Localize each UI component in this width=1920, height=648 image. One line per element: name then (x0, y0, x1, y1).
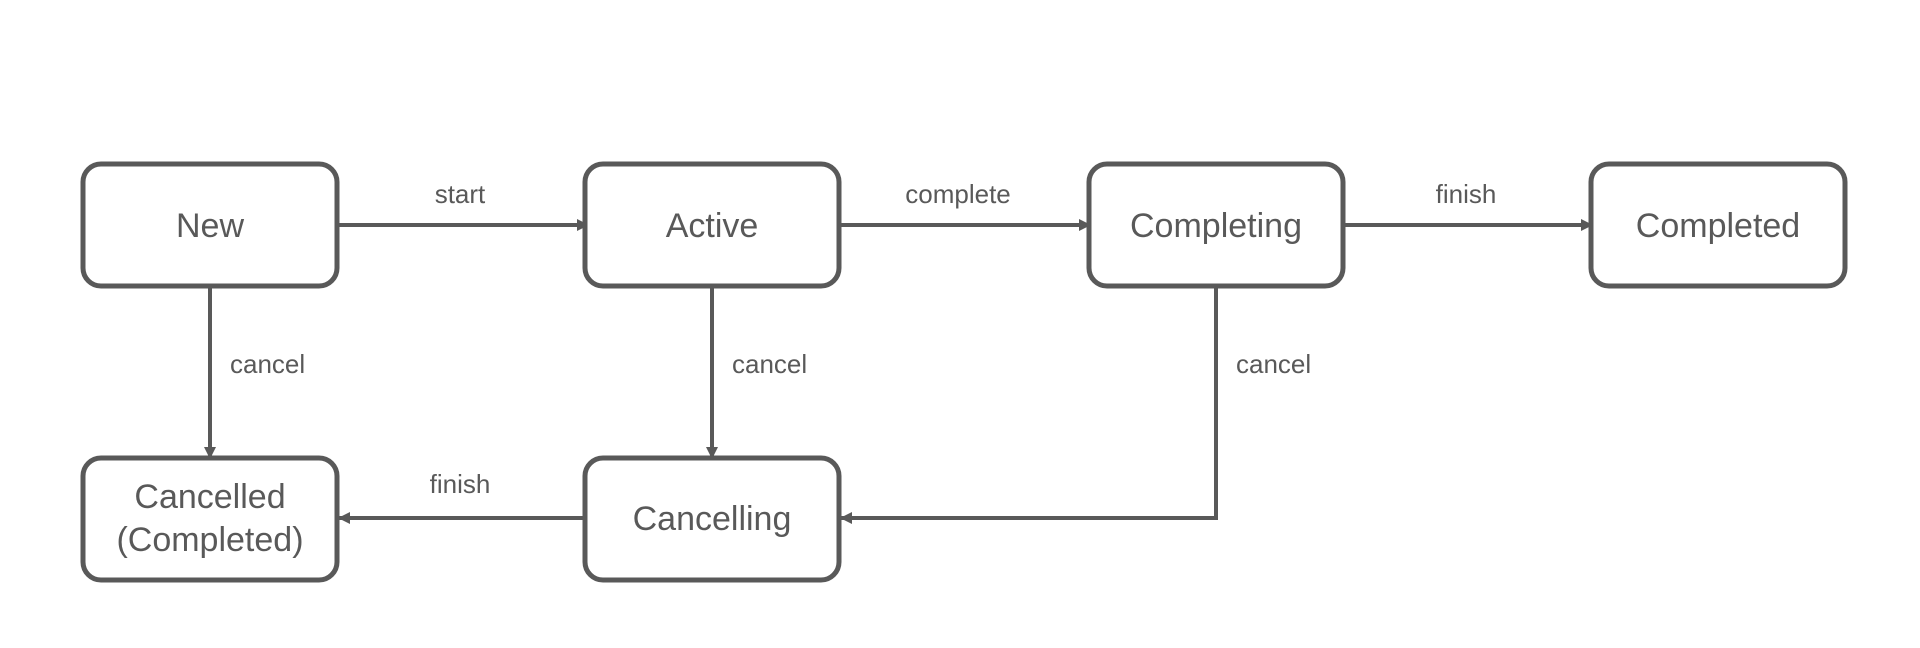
edge-active-to-cancelling: cancel (706, 286, 807, 459)
edge-new-to-cancelled: cancel (204, 286, 305, 459)
node-cancelled-label-line2: (Completed) (116, 521, 303, 559)
edge-completing-to-completed: finish (1342, 179, 1593, 231)
node-completed: Completed (1588, 161, 1848, 289)
edge-completing-to-cancelling: cancel (840, 286, 1311, 524)
node-new: New (80, 161, 340, 289)
edge-label-start: start (435, 179, 486, 209)
node-new-box (80, 161, 340, 289)
node-completing-box (1086, 161, 1346, 289)
node-cancelled-label-line1: Cancelled (134, 478, 285, 516)
node-cancelling-label: Cancelling (633, 500, 792, 538)
node-completed-label: Completed (1636, 207, 1800, 245)
edge-label-finish-top: finish (1436, 179, 1497, 209)
node-active: Active (582, 161, 842, 289)
node-cancelling: Cancelling (582, 455, 842, 583)
edge-new-to-active: start (338, 179, 589, 231)
edge-label-cancel-active: cancel (732, 349, 807, 379)
node-cancelled-box (80, 455, 340, 583)
node-completing: Completing (1086, 161, 1346, 289)
node-cancelling-box (582, 455, 842, 583)
edge-active-to-completing: complete (840, 179, 1091, 231)
edge-cancelling-to-cancelled: finish (338, 469, 586, 524)
edge-completing-to-cancelling-line (840, 286, 1218, 524)
edge-label-cancel-new: cancel (230, 349, 305, 379)
edge-label-cancel-completing: cancel (1236, 349, 1311, 379)
edge-label-finish-bottom: finish (430, 469, 491, 499)
node-active-box (582, 161, 842, 289)
node-cancelled: Cancelled (Completed) (80, 455, 340, 583)
node-completed-box (1588, 161, 1848, 289)
edge-label-complete: complete (905, 179, 1011, 209)
node-active-label: Active (666, 207, 759, 245)
node-new-label: New (176, 207, 244, 245)
node-completing-label: Completing (1130, 207, 1302, 245)
